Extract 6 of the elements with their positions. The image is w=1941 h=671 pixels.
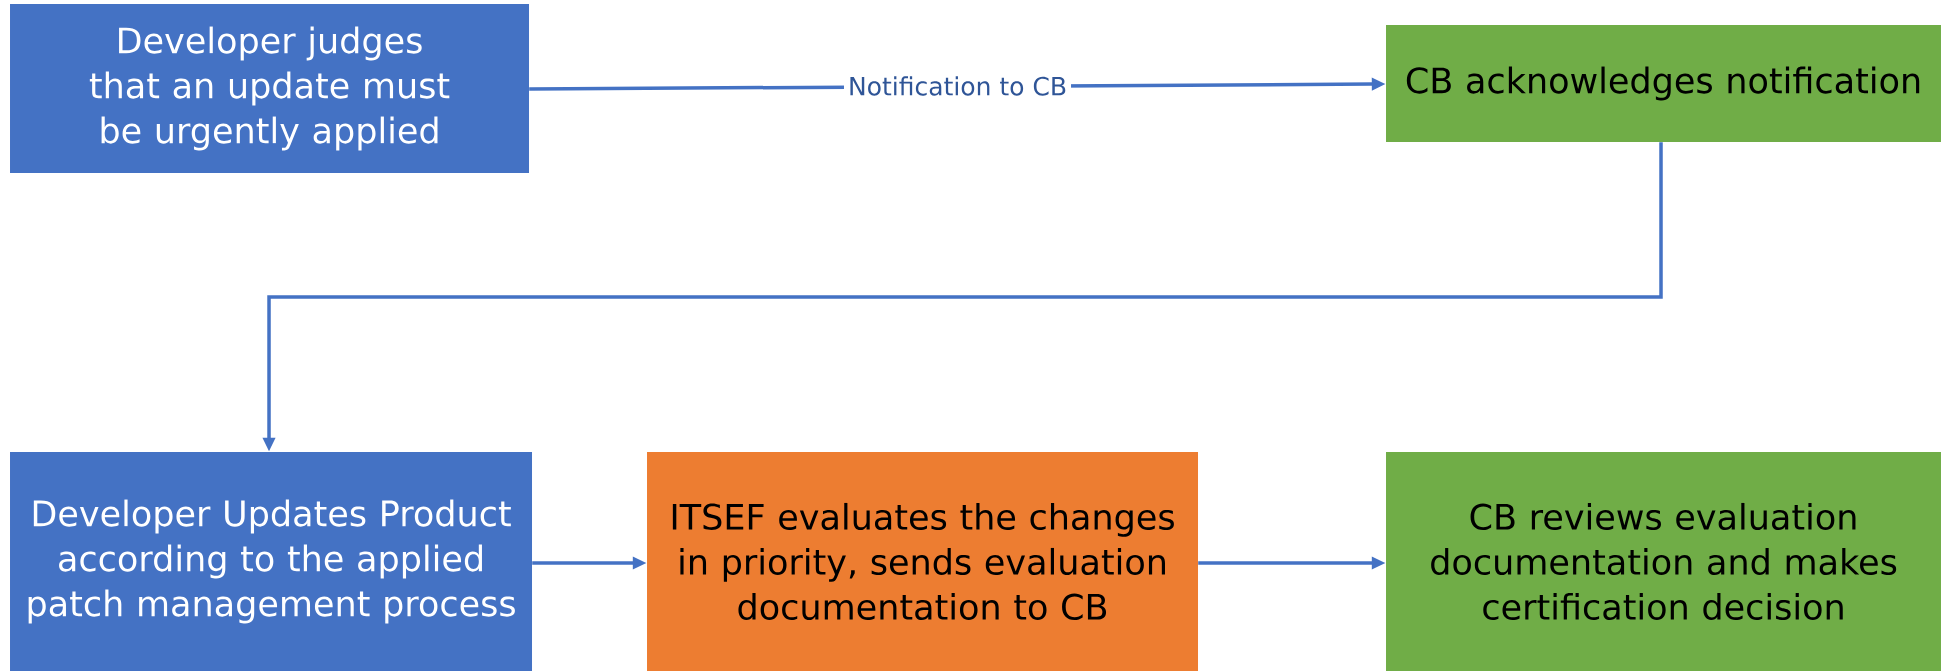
process-box: CB reviews evaluation documentation and makes certification decision: [1386, 452, 1941, 671]
process-box: Developer judges that an update must be urgently applied: [10, 4, 529, 173]
process-box: Developer Updates Product according to the applied patch management process: [10, 452, 532, 671]
process-box: ITSEF evaluates the changes in priority, sends evaluation documentation to CB: [647, 452, 1198, 671]
edge-label: Notification to CB: [844, 72, 1072, 100]
process-box: CB acknowledges notification: [1386, 25, 1941, 142]
